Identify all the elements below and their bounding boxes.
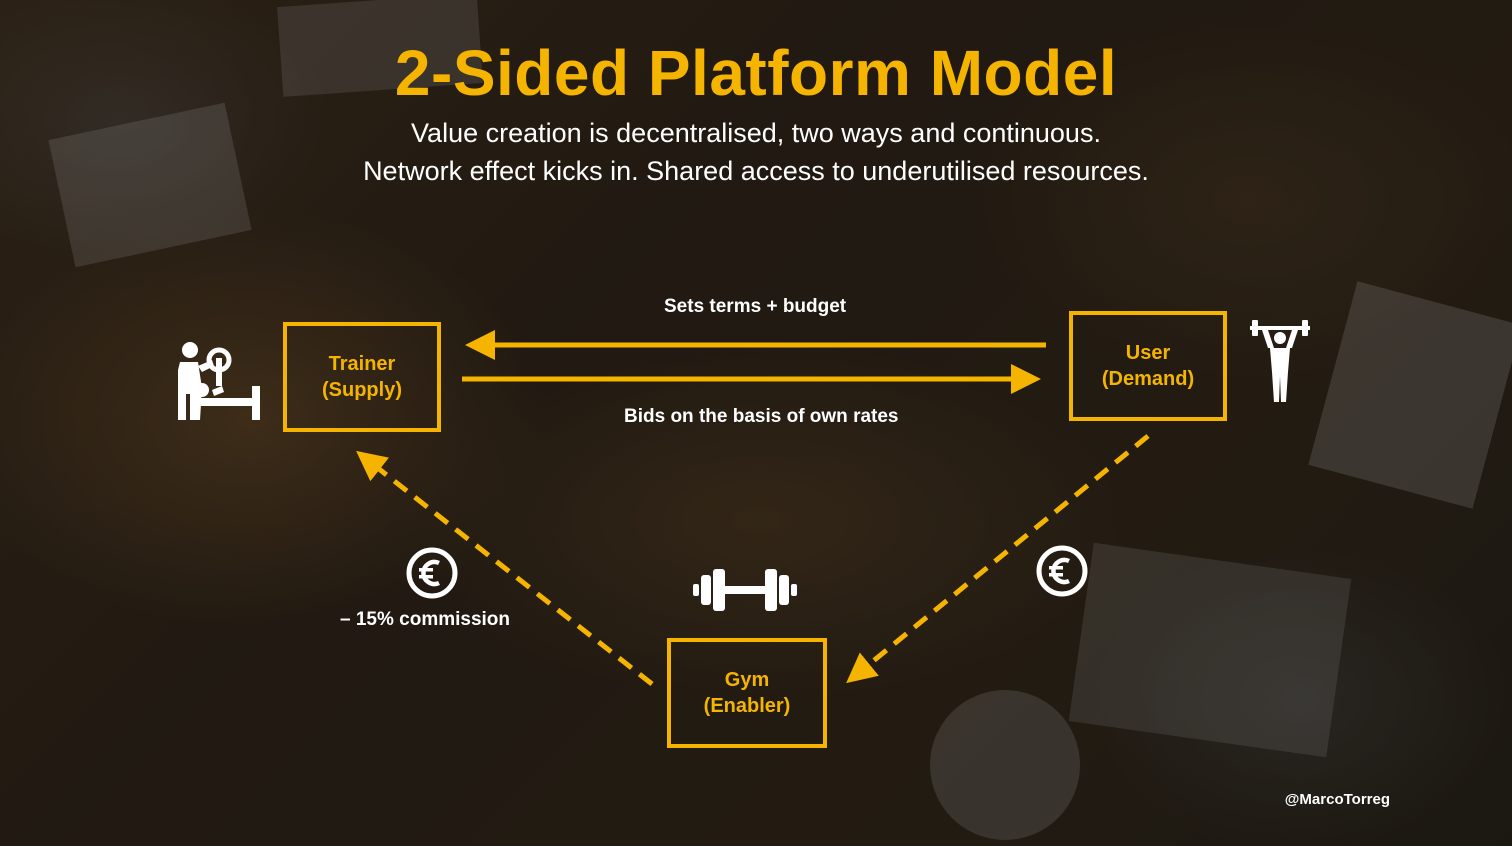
subtitle-line-1: Value creation is decentralised, two way… [411,118,1101,148]
label-sets-terms: Sets terms + budget [664,296,847,317]
personal-trainer-icon [178,342,260,420]
trainer-name: Trainer [328,353,396,375]
euro-coin-icon [1036,545,1088,597]
trainer-role: (Supply) [322,379,402,401]
dumbbell-icon [693,569,797,611]
user-node: User (Demand) [1069,311,1227,421]
euro-coin-icon [406,547,458,599]
subtitle-line-2: Network effect kicks in. Shared access t… [363,156,1149,186]
label-bids-rates: Bids on the basis of own rates [624,406,899,427]
label-commission: – 15% commission [340,609,511,630]
user-role: (Demand) [1101,368,1195,390]
trainer-node: Trainer (Supply) [283,322,441,432]
weightlifter-icon [1250,320,1310,402]
gym-node: Gym (Enabler) [667,638,827,748]
arrow-gym-to-trainer [356,450,654,686]
gym-name: Gym [724,669,770,691]
author-handle: @MarcoTorreg [1284,791,1390,808]
arrow-user-to-gym [846,434,1150,684]
user-name: User [1125,342,1171,364]
page-title: 2-Sided Platform Model [394,37,1118,109]
gym-role: (Enabler) [703,695,791,717]
